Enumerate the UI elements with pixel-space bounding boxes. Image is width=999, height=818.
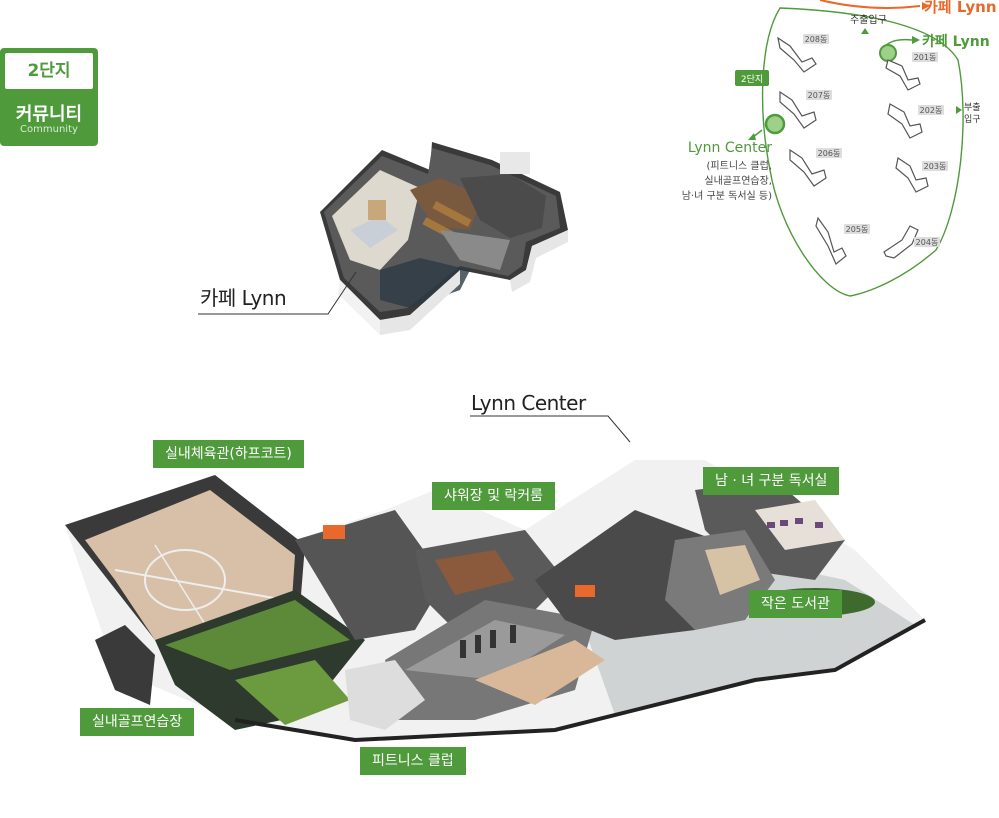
building-205: 205동 [815, 216, 870, 265]
label-fitness: 피트니스 클럽 [360, 747, 466, 775]
svg-text:207동: 207동 [808, 91, 831, 100]
map-center-name: Lynn Center [688, 140, 772, 156]
label-reading-room: 남 · 녀 구분 독서실 [703, 467, 840, 495]
label-gym: 실내체육관(하프코트) [153, 440, 304, 468]
building-201: 201동 [885, 52, 938, 91]
complex-badge: 2단지 커뮤니티 Community [0, 48, 98, 146]
building-208: 208동 [777, 34, 829, 73]
building-203: 203동 [895, 157, 948, 193]
cafe-label: 카페 Lynn [200, 286, 287, 310]
building-206: 206동 [789, 148, 842, 187]
svg-text:205동: 205동 [846, 225, 869, 234]
map-main-entrance: 주출입구 [850, 13, 887, 26]
label-shower: 샤워장 및 락커룸 [432, 482, 556, 510]
lynn-center-floorplan [65, 460, 926, 743]
svg-text:201동: 201동 [914, 53, 937, 62]
badge-subtitle: Community [20, 124, 78, 135]
svg-text:204동: 204동 [916, 238, 939, 247]
complex-tag: 2단지 [5, 53, 93, 89]
svg-text:208동: 208동 [805, 35, 828, 44]
lynn-center-label: Lynn Center [471, 391, 586, 415]
map-sub-entrance-2: 입구 [964, 113, 981, 125]
map-cafe-top-label: 카페 Lynn [924, 0, 997, 16]
building-207: 207동 [779, 90, 832, 129]
building-202: 202동 [887, 103, 944, 139]
svg-text:206동: 206동 [818, 149, 841, 158]
cafe-floorplan [320, 142, 568, 335]
map-center-desc-1: (피트니스 클럽, [707, 160, 772, 172]
label-library: 작은 도서관 [749, 590, 842, 618]
map-center-desc-2: 실내골프연습장, [704, 175, 772, 187]
svg-text:203동: 203동 [924, 162, 947, 171]
badge-title: 커뮤니티 [15, 104, 83, 125]
map-center-desc-3: 남·녀 구분 독서실 등) [682, 190, 772, 202]
lynn-center-leader-line [470, 415, 631, 443]
label-golf: 실내골프연습장 [80, 708, 195, 736]
map-sub-entrance-1: 부출 [964, 102, 981, 113]
building-204: 204동 [883, 225, 940, 259]
cafe-leader-line [198, 271, 357, 315]
svg-text:202동: 202동 [920, 106, 943, 115]
site-map: 카페 Lynn 주출입구 카페 Lynn 2단지 부출 입구 Lynn Cent… [682, 0, 997, 297]
map-cafe-right-label: 카페 Lynn [922, 34, 990, 50]
map-complex-tag: 2단지 [741, 74, 763, 85]
